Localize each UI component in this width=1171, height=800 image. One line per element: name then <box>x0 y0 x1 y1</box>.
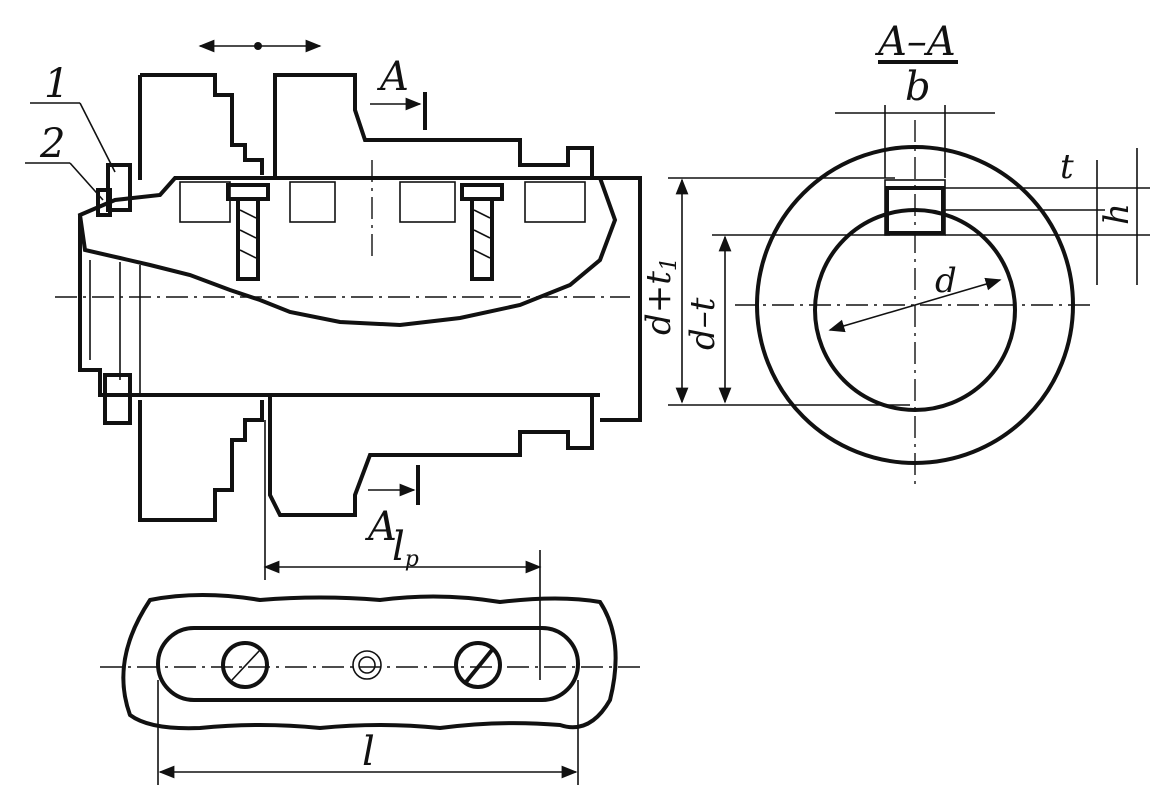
gear-hub-outline <box>138 73 264 522</box>
label-section-top: A <box>376 54 409 100</box>
label-lp: lp <box>392 524 419 572</box>
shaft-outline <box>78 176 642 422</box>
sliding-direction-arrow <box>198 39 322 53</box>
shaft-broken-outline <box>121 593 618 731</box>
sliding-gear-lower <box>268 393 594 517</box>
label-part-2: 2 <box>39 121 65 167</box>
label-b: b <box>905 64 931 110</box>
label-section-bottom: A <box>364 504 397 550</box>
label-part-1: 1 <box>44 61 69 107</box>
section-arrow-bottom <box>368 465 420 505</box>
section-a-a: A–A d b t h d+t1 d–t <box>639 19 1150 485</box>
key-thread-hole <box>352 650 382 680</box>
section-view-title: A–A <box>874 19 956 65</box>
key-screw-right <box>454 641 502 689</box>
key-body <box>156 626 580 702</box>
label-l: l <box>362 729 375 775</box>
key-plan-view: lp l <box>100 524 640 785</box>
nut-part-2 <box>96 188 112 217</box>
label-h: h <box>1097 203 1137 225</box>
washer-part-1 <box>106 163 132 212</box>
sliding-gear-upper <box>273 73 594 180</box>
section-arrow-top <box>370 92 427 130</box>
label-t: t <box>1060 147 1074 187</box>
label-d: d <box>935 261 957 301</box>
washer-lower <box>103 373 132 425</box>
label-d-plus-t1: d+t1 <box>639 257 682 335</box>
screw-left <box>226 183 270 281</box>
screw-right <box>460 183 504 281</box>
shaft-section <box>77 176 618 328</box>
key-windows <box>179 181 586 223</box>
key-screw-left <box>221 641 269 689</box>
longitudinal-view: 1 2 A A <box>25 39 642 580</box>
label-d-minus-t: d–t <box>683 297 723 350</box>
